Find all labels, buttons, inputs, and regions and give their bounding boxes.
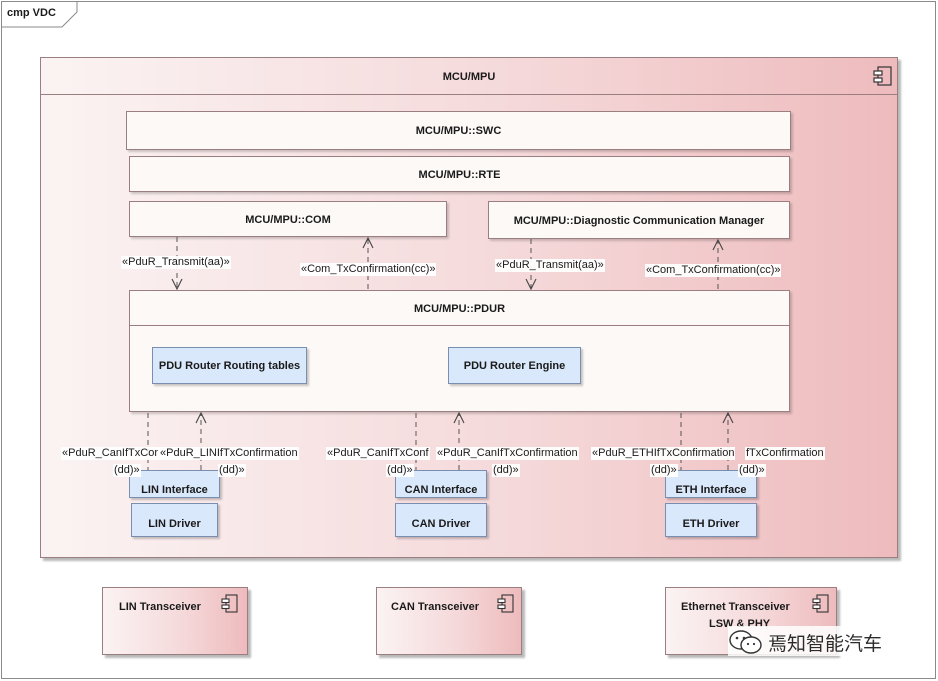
frame-label: cmp VDC <box>7 7 56 19</box>
lin-interface[interactable]: LIN Interface <box>129 470 220 498</box>
arrowhead-lin-conf <box>195 411 207 424</box>
label-lin-conf: «PduR_LINIfTxConfirmation <box>159 447 299 460</box>
can-interface[interactable]: CAN Interface <box>395 470 487 498</box>
can-driver[interactable]: CAN Driver <box>395 503 487 537</box>
label-com-txconf: «Com_TxConfirmation(cc)» <box>300 263 437 276</box>
arrowhead-dcm-transmit <box>525 278 537 291</box>
arrowhead-dcm-txconf <box>712 238 724 251</box>
wechat-icon <box>729 630 762 654</box>
label-lin-tx-dd: (dd)» <box>113 464 141 477</box>
lin-driver[interactable]: LIN Driver <box>131 503 218 537</box>
router-engine-box[interactable]: PDU Router Engine <box>448 347 581 384</box>
component-icon <box>497 594 514 613</box>
can-transceiver[interactable]: CAN Transceiver <box>376 587 522 655</box>
label-eth-conf-dd: (dd)» <box>738 464 766 477</box>
can-interface-label: CAN Interface <box>404 484 478 496</box>
label-can-conf-dd: (dd)» <box>492 464 520 477</box>
label-eth-tx-dd: (dd)» <box>650 464 678 477</box>
pdur-header: MCU/MPU::PDUR <box>130 291 789 326</box>
label-dcm-txconf: «Com_TxConfirmation(cc)» <box>645 264 782 277</box>
com-title: MCU/MPU::COM <box>245 214 331 226</box>
watermark-text: 焉知智能汽车 <box>768 633 883 655</box>
can-transceiver-label: CAN Transceiver <box>391 601 480 613</box>
label-com-transmit: «PduR_Transmit(aa)» <box>121 256 231 269</box>
rte-layer[interactable]: MCU/MPU::RTE <box>129 156 790 192</box>
lin-interface-label: LIN Interface <box>141 484 208 496</box>
rte-title: MCU/MPU::RTE <box>418 169 501 181</box>
arrowhead-eth-conf <box>722 411 734 424</box>
mcu-header: MCU/MPU <box>41 58 897 95</box>
arrowhead-can-conf <box>453 411 465 424</box>
eth-driver-label: ETH Driver <box>682 518 740 530</box>
lin-transceiver[interactable]: LIN Transceiver <box>102 587 248 655</box>
label-can-tx-dd: (dd)» <box>386 464 414 477</box>
component-icon <box>221 594 238 613</box>
label-dcm-transmit: «PduR_Transmit(aa)» <box>495 259 605 272</box>
watermark: 焉知智能汽车 <box>728 626 928 656</box>
lin-driver-label: LIN Driver <box>148 518 201 530</box>
eth-interface-label: ETH Interface <box>675 484 747 496</box>
arrowhead-com-transmit <box>171 278 183 291</box>
routing-tables-label: PDU Router Routing tables <box>158 360 301 372</box>
mcu-title: MCU/MPU <box>442 71 496 83</box>
component-icon <box>873 66 892 86</box>
dcm-module[interactable]: MCU/MPU::Diagnostic Communication Manage… <box>488 201 790 239</box>
label-lin-tx: «PduR_CanIfTxCor <box>61 447 159 460</box>
label-lin-conf-dd: (dd)» <box>218 464 246 477</box>
pdur-title: MCU/MPU::PDUR <box>413 303 506 315</box>
label-can-conf: «PduR_CanIfTxConfirmation <box>436 447 579 460</box>
label-can-tx: «PduR_CanIfTxConf <box>326 447 430 460</box>
arrowhead-com-txconf <box>362 236 374 249</box>
ethernet-transceiver-label: Ethernet Transceiver <box>681 601 790 613</box>
eth-driver[interactable]: ETH Driver <box>665 503 757 537</box>
dcm-title: MCU/MPU::Diagnostic Communication Manage… <box>513 215 765 227</box>
label-eth-tx: «PduR_ETHIfTxConfirmation <box>591 447 736 460</box>
label-eth-conf: fTxConfirmation <box>745 447 825 460</box>
swc-layer[interactable]: MCU/MPU::SWC <box>126 111 791 150</box>
routing-tables-box[interactable]: PDU Router Routing tables <box>152 347 307 384</box>
com-module[interactable]: MCU/MPU::COM <box>129 201 447 237</box>
lin-transceiver-label: LIN Transceiver <box>119 601 201 613</box>
pdur-module[interactable]: MCU/MPU::PDUR PDU Router Routing tables … <box>129 290 790 412</box>
router-engine-label: PDU Router Engine <box>463 360 566 372</box>
can-driver-label: CAN Driver <box>411 518 471 530</box>
component-icon <box>812 594 829 613</box>
swc-title: MCU/MPU::SWC <box>415 125 502 137</box>
